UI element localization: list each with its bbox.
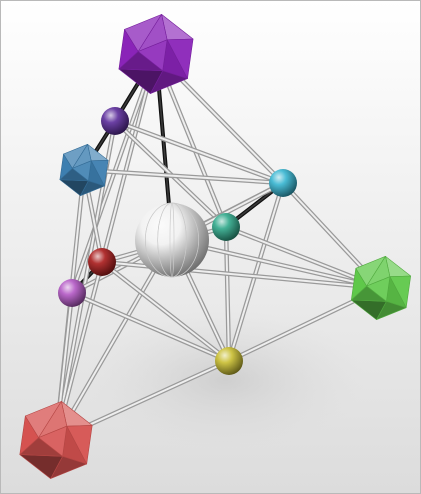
white-sphere-body — [135, 203, 209, 277]
node-teal-sphere — [212, 213, 240, 241]
node-cyan-sphere — [269, 169, 297, 197]
node-orchid-sphere — [58, 279, 86, 307]
node-darkred-sphere — [88, 248, 116, 276]
node-yellow-sphere — [215, 347, 243, 375]
darkred-sphere-body — [88, 248, 116, 276]
cyan-sphere-body — [269, 169, 297, 197]
teal-sphere-body — [212, 213, 240, 241]
yellow-sphere-body — [215, 347, 243, 375]
node-violet-sphere — [101, 107, 129, 135]
floor-shadow — [85, 310, 365, 450]
violet-sphere-body — [101, 107, 129, 135]
orchid-sphere-body — [58, 279, 86, 307]
node-white-sphere — [135, 203, 209, 277]
